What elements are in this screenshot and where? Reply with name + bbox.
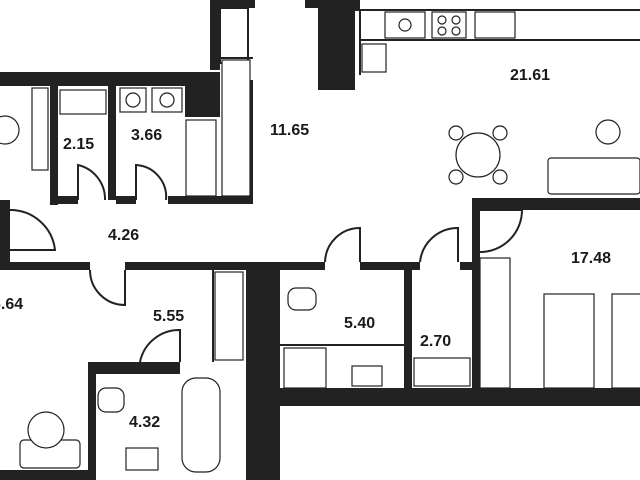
room-area-dressing: 5.55 xyxy=(153,308,184,325)
room-area-kitchen-living: 21.61 xyxy=(510,67,550,84)
bed-icon xyxy=(543,293,595,389)
dining-table-icon xyxy=(455,132,501,178)
hanger-icon xyxy=(185,119,217,197)
partitions xyxy=(212,7,640,362)
washer-icon xyxy=(119,87,147,113)
room-area-bedroom-right: 17.48 xyxy=(571,250,611,267)
fixtures xyxy=(0,11,640,473)
sink-icon xyxy=(283,347,327,389)
room-area-bathroom: 5.40 xyxy=(344,315,375,332)
hanger-icon xyxy=(413,357,471,387)
sofa-icon xyxy=(547,157,640,195)
washer-icon xyxy=(361,43,387,73)
bathtub-icon xyxy=(181,377,221,473)
hanger-icon xyxy=(479,257,511,389)
room-area-bedroom-left: 6.64 xyxy=(0,296,23,313)
hanger-icon xyxy=(214,271,244,361)
door-swings xyxy=(9,163,524,363)
room-area-closet: 2.70 xyxy=(420,333,451,350)
hanger-icon xyxy=(221,59,251,197)
room-area-laundry: 3.66 xyxy=(131,127,162,144)
room-area-bathroom-small: 4.32 xyxy=(129,414,160,431)
toilet-icon xyxy=(287,287,317,311)
hanger-icon xyxy=(59,89,107,115)
room-area-hall-corridor: 11.65 xyxy=(270,122,309,139)
room-area-wardrobe-small: 2.15 xyxy=(63,136,94,153)
stove-icon xyxy=(431,11,467,39)
sink-icon xyxy=(125,447,159,471)
room-area-entry-hall: 4.26 xyxy=(108,227,139,244)
room-labels: 6.64 2.15 3.66 11.65 21.61 4.26 5.55 4.3… xyxy=(0,67,611,431)
toilet-icon xyxy=(97,387,125,413)
bed-icon xyxy=(611,293,640,389)
